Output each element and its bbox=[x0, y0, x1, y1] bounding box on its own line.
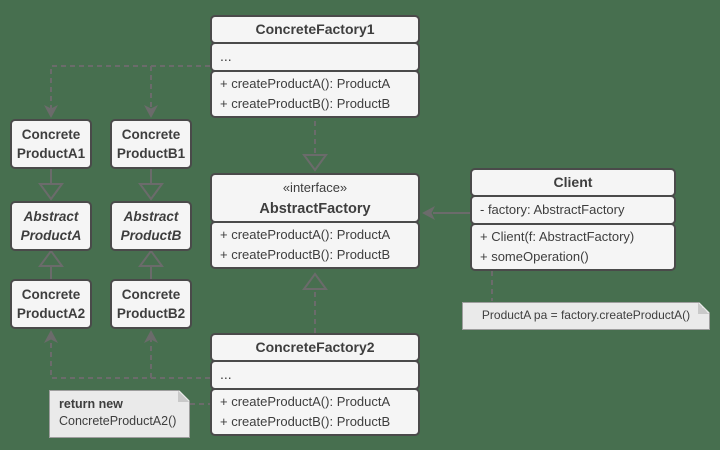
class-methods: + createProductA(): ProductA + createPro… bbox=[210, 70, 420, 118]
stereotype-label: «interface» bbox=[282, 180, 348, 195]
class-client: Client - factory: AbstractFactory + Clie… bbox=[470, 168, 676, 271]
method: + Client(f: AbstractFactory) bbox=[480, 229, 635, 244]
class-abstract-product-b: Abstract ProductB bbox=[110, 201, 192, 251]
class-title: ConcreteFactory1 bbox=[210, 15, 420, 44]
method: + createProductB(): ProductB bbox=[220, 414, 391, 429]
class-concrete-factory1: ConcreteFactory1 ... + createProductA():… bbox=[210, 15, 420, 118]
method: + createProductB(): ProductB bbox=[220, 247, 391, 262]
class-title: ConcreteFactory2 bbox=[210, 333, 420, 362]
class-abstract-product-a: Abstract ProductA bbox=[10, 201, 92, 251]
class-title-line: ProductB1 bbox=[116, 146, 186, 161]
class-concrete-product-b2: Concrete ProductB2 bbox=[110, 279, 192, 329]
association-client-abstractfactory bbox=[422, 206, 470, 220]
note-client-code: ProductA pa = factory.createProductA() bbox=[462, 302, 710, 330]
method: + createProductA(): ProductA bbox=[220, 394, 391, 409]
realization-concretefactory2-abstractfactory bbox=[302, 272, 328, 333]
dependency-arrowhead bbox=[144, 330, 158, 343]
inheritance-concreteproducta2-abstractproducta bbox=[38, 249, 64, 279]
class-title-line: Abstract bbox=[23, 209, 79, 224]
interface-name: AbstractFactory bbox=[259, 201, 371, 217]
dependency-concretefactory2-products bbox=[50, 338, 210, 379]
class-concrete-product-a1: Concrete ProductA1 bbox=[10, 119, 92, 169]
class-title-line: ProductA bbox=[20, 228, 82, 243]
inheritance-concreteproductb1-abstractproductb bbox=[138, 169, 164, 201]
class-title-line: ProductA2 bbox=[16, 306, 86, 321]
inheritance-concreteproducta1-abstractproducta bbox=[38, 169, 64, 201]
method: + createProductA(): ProductA bbox=[220, 227, 391, 242]
realization-concretefactory1-abstractfactory bbox=[302, 112, 328, 172]
inheritance-concreteproductb2-abstractproductb bbox=[138, 249, 164, 279]
dependency-concretefactory1-products bbox=[50, 65, 210, 110]
class-title-line: Abstract bbox=[123, 209, 179, 224]
class-title-line: Concrete bbox=[21, 127, 81, 142]
class-methods: + createProductA(): ProductA + createPro… bbox=[210, 388, 420, 436]
class-title-line: ProductB2 bbox=[116, 306, 186, 321]
class-fields: ... bbox=[210, 42, 420, 72]
class-title-line: Concrete bbox=[121, 287, 181, 302]
class-title: «interface» AbstractFactory bbox=[210, 173, 420, 223]
class-concrete-factory2: ConcreteFactory2 ... + createProductA():… bbox=[210, 333, 420, 436]
method: + createProductA(): ProductA bbox=[220, 76, 391, 91]
method: + createProductB(): ProductB bbox=[220, 96, 391, 111]
class-concrete-product-b1: Concrete ProductB1 bbox=[110, 119, 192, 169]
dependency-arrowhead bbox=[44, 105, 58, 118]
dependency-arrowhead bbox=[144, 105, 158, 118]
class-concrete-product-a2: Concrete ProductA2 bbox=[10, 279, 92, 329]
note-text-line: ConcreteProductA2() bbox=[59, 414, 177, 428]
class-methods: + createProductA(): ProductA + createPro… bbox=[210, 221, 420, 269]
class-title-line: ProductA1 bbox=[16, 146, 86, 161]
class-title-line: Concrete bbox=[21, 287, 81, 302]
note-text-line: return new bbox=[59, 397, 123, 411]
class-title-line: ProductB bbox=[120, 228, 182, 243]
class-attributes: - factory: AbstractFactory bbox=[470, 195, 676, 225]
note-return-new: return new ConcreteProductA2() bbox=[49, 390, 190, 438]
method: + someOperation() bbox=[480, 249, 589, 264]
class-title-line: Concrete bbox=[121, 127, 181, 142]
dependency-arrowhead bbox=[44, 330, 58, 343]
class-abstract-factory: «interface» AbstractFactory + createProd… bbox=[210, 173, 420, 269]
class-title: Client bbox=[470, 168, 676, 197]
class-fields: ... bbox=[210, 360, 420, 390]
class-methods: + Client(f: AbstractFactory) + someOpera… bbox=[470, 223, 676, 271]
